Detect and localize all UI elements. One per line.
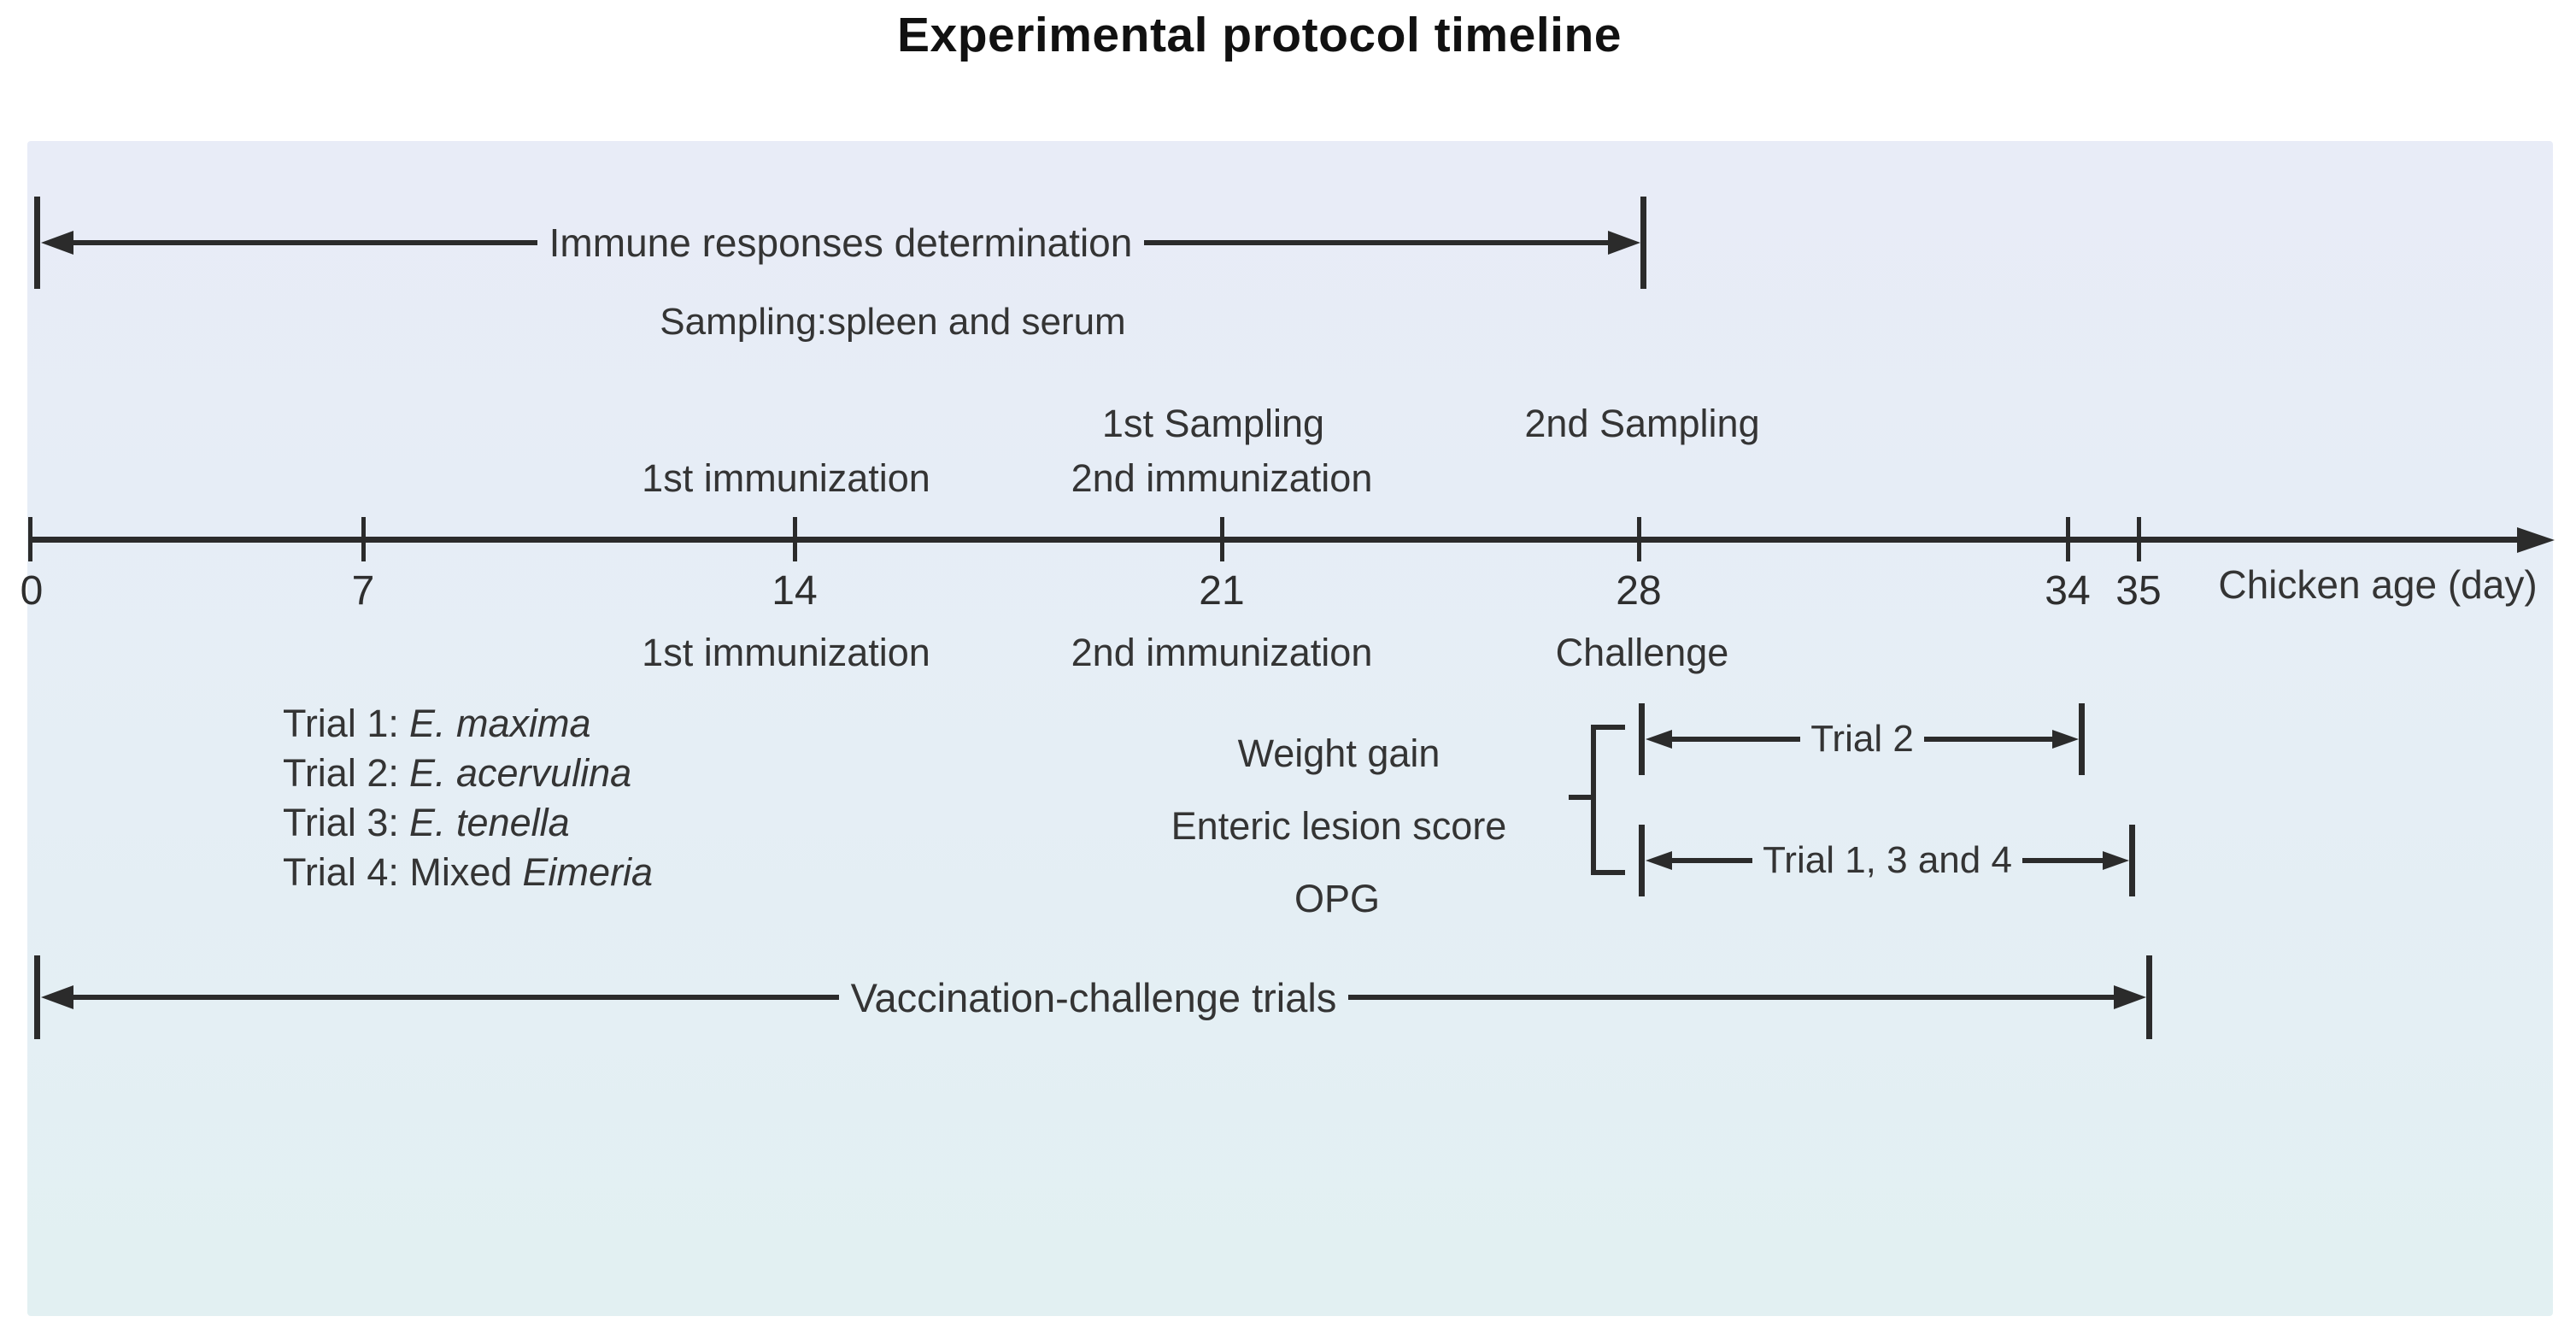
immune-span-label: Immune responses determination [549,220,1133,265]
trial-prefix: Trial 3: [283,801,399,844]
first-immunization-below-label: 1st immunization [642,631,930,674]
arrow-line [1672,858,1753,863]
bracket-spine [1591,725,1596,875]
bracket-bottom-stub [1591,870,1625,875]
arrow-line [73,240,537,245]
challenge-label: Challenge [1555,631,1729,674]
tick-label-14: 14 [772,568,818,614]
trial-species: E. tenella [409,801,570,844]
tick-label-0: 0 [20,568,44,614]
tick-label-7: 7 [351,568,375,614]
tick-day-0 [28,517,32,561]
trial-list-item: Trial 3:E. tenella [283,798,653,848]
second-immunization-below-label: 2nd immunization [1071,631,1373,674]
first-sampling-label: 1st Sampling [1101,402,1325,445]
tick-label-21: 21 [1199,568,1245,614]
timeline-panel [27,141,2553,1316]
vaccination-span-arrow: Vaccination-challenge trials [41,955,2147,1039]
arrowhead-right-icon [2052,730,2079,749]
tick-label-35: 35 [2115,568,2162,614]
trial2-span-arrow: Trial 2 [1646,703,2079,775]
vaccination-span-start-bar [34,955,40,1039]
bracket-connector [1569,795,1593,800]
axis-unit-label: Chicken age (day) [2218,562,2538,607]
tick-day-28 [1637,517,1641,561]
arrow-line [2021,858,2103,863]
trial-list-item: Trial 1:E. maxima [283,699,653,749]
first-immunization-above-label: 1st immunization [642,456,930,500]
arrow-line [1923,737,2052,742]
trial-species: E. maxima [409,702,591,745]
arrow-line [1348,995,2115,1000]
vaccination-span-label: Vaccination-challenge trials [850,974,1337,1020]
tick-day-21 [1220,517,1224,561]
bracket-top-stub [1591,725,1625,730]
trial2-span-end-bar [2079,703,2085,775]
arrowhead-right-icon [2114,985,2147,1009]
trial134-span-end-bar [2129,825,2135,896]
immune-span-start-bar [34,197,40,289]
tick-day-35 [2137,517,2141,561]
second-immunization-above-label: 2nd immunization [1071,456,1373,500]
arrowhead-left-icon [41,985,73,1009]
arrow-line [1144,240,1608,245]
immune-span-arrow: Immune responses determination [41,197,1640,289]
axis-arrowhead-icon [2517,527,2555,553]
arrowhead-left-icon [41,231,73,255]
trial-species: Eimeria [522,850,654,894]
trial-list-item: Trial 2:E. acervulina [283,749,653,798]
second-sampling-label: 2nd Sampling [1524,402,1760,445]
arrow-line [73,995,839,1000]
tick-day-14 [793,517,797,561]
figure-title: Experimental protocol timeline [896,8,1622,62]
measurement-weight-gain: Weight gain [1237,732,1441,775]
trial-species: E. acervulina [409,751,632,795]
arrowhead-right-icon [1608,231,1640,255]
arrowhead-left-icon [1646,730,1672,749]
arrowhead-left-icon [1646,851,1672,870]
trial2-span-start-bar [1639,703,1645,775]
trial-prefix: Trial 1: [283,702,399,745]
arrow-line [1672,737,1801,742]
vaccination-span-end-bar [2146,955,2152,1039]
trial-prefix: Trial 4: Mixed [283,850,513,894]
measurement-opg: OPG [1294,877,1381,920]
tick-day-34 [2066,517,2070,561]
arrowhead-right-icon [2103,851,2129,870]
tick-day-7 [361,517,366,561]
trial-prefix: Trial 2: [283,751,399,795]
immune-span-end-bar [1640,197,1646,289]
measurement-lesion-score: Enteric lesion score [1171,804,1507,848]
trial134-span-label: Trial 1, 3 and 4 [1763,839,2012,881]
tick-label-34: 34 [2045,568,2091,614]
trial134-span-start-bar [1639,825,1645,896]
sampling-note-label: Sampling:spleen and serum [660,301,1126,343]
timeline-axis [30,537,2520,543]
trial134-span-arrow: Trial 1, 3 and 4 [1646,825,2129,896]
trials-list: Trial 1:E. maxima Trial 2:E. acervulina … [283,699,653,897]
trial2-span-label: Trial 2 [1810,718,1914,760]
tick-label-28: 28 [1616,568,1662,614]
